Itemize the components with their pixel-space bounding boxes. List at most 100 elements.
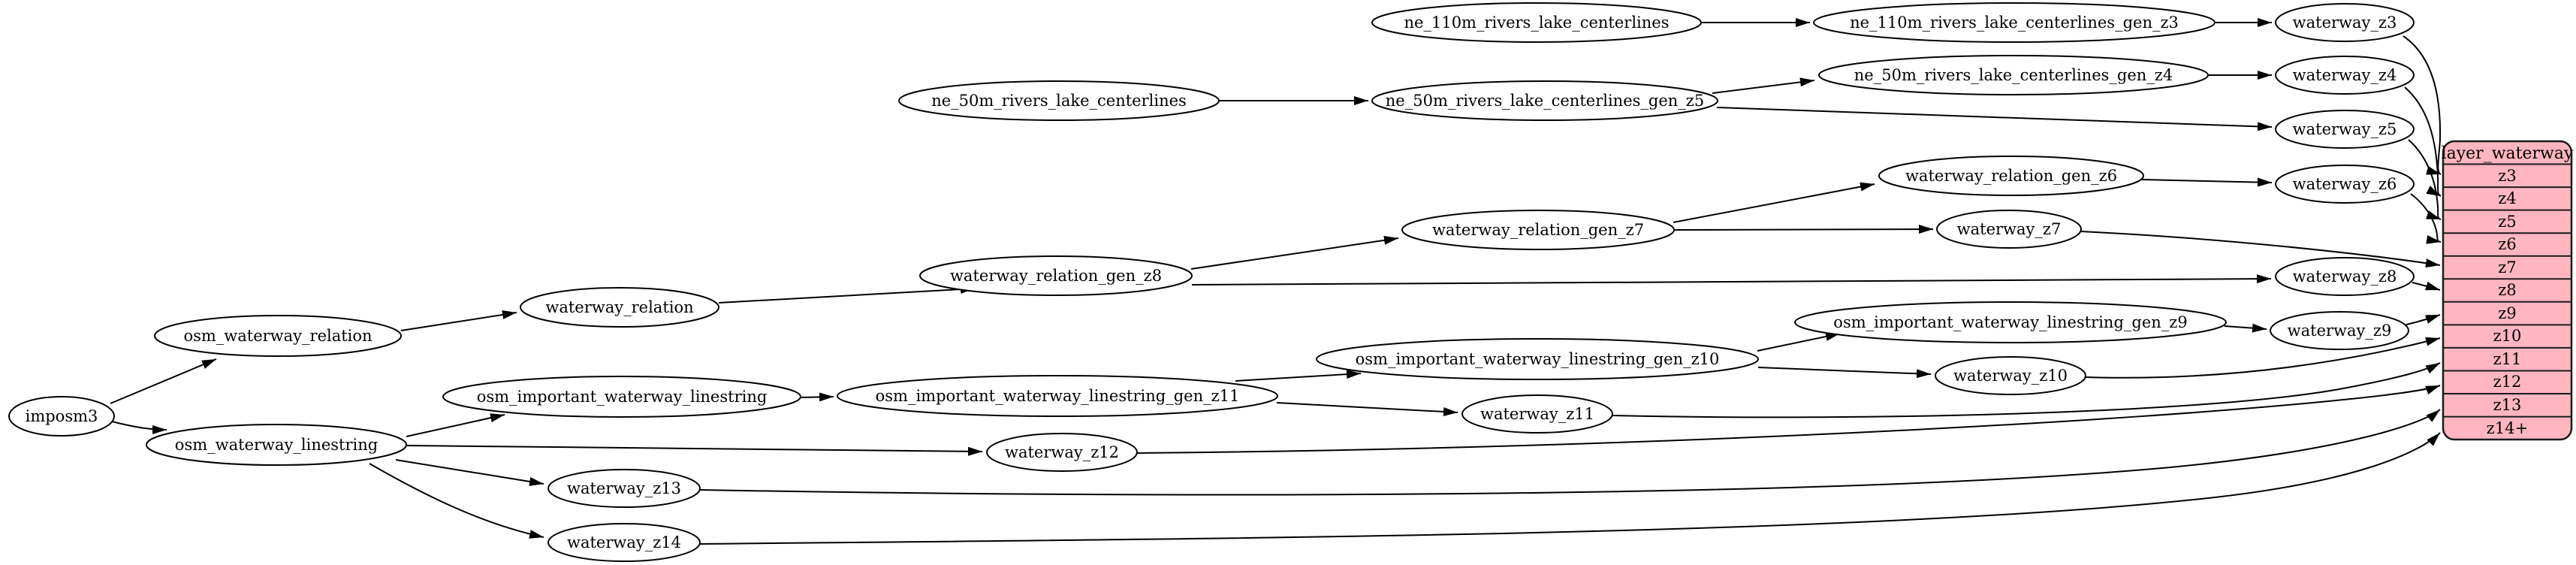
node-ellipse — [1935, 356, 2086, 395]
edge-imposm3-osm_waterway_relation — [110, 358, 217, 404]
node-waterway_z4: waterway_z4 — [2275, 56, 2415, 95]
edge-osm_waterway_relation-waterway_relation — [400, 310, 517, 331]
node-label: ne_50m_rivers_lake_centerlines — [931, 92, 1187, 110]
node-ellipse — [2275, 165, 2415, 204]
table-row-z10: z10 — [2493, 327, 2522, 345]
node-osm_important_waterway_linestring_gen_z10: osm_important_waterway_linestring_gen_z1… — [1316, 338, 1759, 380]
node-ne_50m_rivers_lake_centerlines_gen_z4: ne_50m_rivers_lake_centerlines_gen_z4 — [1818, 55, 2209, 95]
node-label: waterway_relation — [545, 298, 693, 316]
nodes: imposm3 osm_waterway_relation osm_waterw… — [8, 2, 2415, 562]
edge-waterway_z11-row_z11 — [1611, 362, 2441, 418]
node-waterway_z8: waterway_z8 — [2275, 257, 2415, 296]
edge-waterway_z13-row_z13 — [699, 409, 2441, 496]
edge-waterway_z7-row_z7 — [2080, 231, 2441, 268]
node-ellipse — [1878, 156, 2144, 196]
node-label: ne_50m_rivers_lake_centerlines_gen_z5 — [1386, 92, 1704, 110]
edges — [110, 18, 2442, 545]
edge-gen_z5-gen_z4 — [1712, 77, 1815, 94]
edge-gen_z9-waterway_z9 — [2224, 323, 2267, 333]
node-waterway_z12: waterway_z12 — [986, 433, 1138, 472]
node-ellipse — [2270, 311, 2409, 350]
node-ellipse — [919, 255, 1193, 296]
table-background — [2442, 140, 2573, 441]
node-label: waterway_z12 — [1005, 443, 1119, 461]
node-ellipse — [1401, 210, 1675, 250]
node-label: waterway_z9 — [2288, 322, 2392, 340]
node-osm_waterway_linestring: osm_waterway_linestring — [146, 424, 407, 466]
edge-waterway_relation_gen_z8-waterway_relation_gen_z7 — [1190, 235, 1399, 270]
node-ne_110m_rivers_lake_centerlines_gen_z3: ne_110m_rivers_lake_centerlines_gen_z3 — [1813, 2, 2216, 43]
node-ellipse — [2275, 257, 2415, 296]
node-label: waterway_relation_gen_z6 — [1905, 167, 2117, 185]
edge-gen_z11-waterway_z11 — [1276, 402, 1458, 416]
node-ellipse — [1813, 2, 2216, 43]
node-label: ne_110m_rivers_lake_centerlines_gen_z3 — [1850, 14, 2179, 32]
node-waterway_z14: waterway_z14 — [547, 523, 701, 562]
node-label: osm_important_waterway_linestring_gen_z9 — [1833, 313, 2187, 331]
edge-imposm3-osm_waterway_linestring — [111, 421, 167, 434]
node-ellipse — [837, 375, 1278, 417]
node-label: osm_waterway_linestring — [175, 436, 378, 454]
table-row-z8: z8 — [2498, 281, 2516, 299]
edge-osm_waterway_linestring-osm_important_waterway_linestring — [406, 413, 505, 437]
table-row-z11: z11 — [2493, 350, 2522, 368]
node-label: waterway_z3 — [2293, 14, 2397, 32]
edge-waterway_relation_gen_z7-waterway_relation_gen_z6 — [1673, 182, 1875, 223]
node-label: ne_110m_rivers_lake_centerlines — [1404, 14, 1670, 32]
node-label: waterway_z13 — [567, 479, 681, 497]
node-ne_50m_rivers_lake_centerlines: ne_50m_rivers_lake_centerlines — [898, 80, 1220, 121]
node-ellipse — [520, 287, 719, 328]
node-waterway_z11: waterway_z11 — [1461, 394, 1613, 434]
edge-gen_z10-gen_z9 — [1757, 332, 1841, 352]
node-waterway_z7: waterway_z7 — [1936, 210, 2082, 249]
node-ellipse — [1794, 301, 2227, 343]
edge-gen_z10-waterway_z10 — [1757, 367, 1932, 379]
node-label: imposm3 — [26, 407, 98, 425]
node-label: waterway_z14 — [567, 533, 681, 551]
table-row-z13: z13 — [2493, 396, 2522, 414]
node-label: waterway_relation_gen_z7 — [1432, 221, 1644, 239]
node-ellipse — [1371, 80, 1718, 121]
node-label: waterway_z7 — [1957, 220, 2062, 238]
node-label: ne_50m_rivers_lake_centerlines_gen_z4 — [1854, 66, 2173, 84]
node-waterway_z6: waterway_z6 — [2275, 165, 2415, 204]
table-row-z7: z7 — [2498, 258, 2516, 276]
node-waterway_relation_gen_z7: waterway_relation_gen_z7 — [1401, 210, 1675, 250]
edge-waterway_z9-row_z9 — [2406, 314, 2441, 325]
edge-waterway_z6-row_z6 — [2410, 193, 2442, 244]
node-waterway_relation_gen_z6: waterway_relation_gen_z6 — [1878, 156, 2144, 196]
node-ellipse — [154, 315, 402, 357]
edge-waterway_relation-waterway_relation_gen_z8 — [718, 285, 976, 304]
layer-waterway-table: layer_waterway z3 z4 z5 z6 z7 z8 z9 z10 … — [2442, 140, 2574, 441]
node-label: waterway_z8 — [2293, 267, 2397, 286]
node-label: osm_important_waterway_linestring — [477, 388, 768, 406]
node-label: waterway_z4 — [2293, 66, 2397, 84]
edge-osm_waterway_linestring-waterway_z13 — [395, 459, 544, 486]
node-ellipse — [442, 376, 801, 418]
node-waterway_relation_gen_z8: waterway_relation_gen_z8 — [919, 255, 1193, 296]
node-waterway_z10: waterway_z10 — [1935, 356, 2086, 395]
node-ellipse — [1936, 210, 2082, 249]
node-osm_important_waterway_linestring_gen_z9: osm_important_waterway_linestring_gen_z9 — [1794, 301, 2227, 343]
node-ne_110m_rivers_lake_centerlines: ne_110m_rivers_lake_centerlines — [1371, 2, 1702, 43]
node-osm_waterway_relation: osm_waterway_relation — [154, 315, 402, 357]
node-label: waterway_z11 — [1480, 405, 1594, 423]
table-row-z4: z4 — [2498, 189, 2516, 207]
edge-osm_waterway_linestring-waterway_z14 — [369, 463, 544, 539]
node-label: waterway_z10 — [1953, 367, 2068, 385]
table-row-z9: z9 — [2498, 304, 2516, 322]
node-label: osm_important_waterway_linestring_gen_z1… — [876, 387, 1240, 405]
edge-waterway_z12-row_z12 — [1136, 385, 2441, 454]
table-row-z12: z12 — [2493, 373, 2522, 391]
table-row-z14plus: z14+ — [2487, 419, 2528, 437]
edge-waterway_z5-row_z5 — [2408, 139, 2442, 220]
node-ellipse — [986, 433, 1138, 472]
node-ellipse — [8, 396, 115, 437]
edge-gen_z5-waterway_z5 — [1716, 107, 2273, 131]
node-waterway_relation: waterway_relation — [520, 287, 719, 328]
node-label: osm_waterway_relation — [183, 327, 372, 345]
node-osm_important_waterway_linestring: osm_important_waterway_linestring — [442, 376, 801, 418]
node-ellipse — [1371, 2, 1702, 43]
table-row-z6: z6 — [2498, 235, 2516, 253]
